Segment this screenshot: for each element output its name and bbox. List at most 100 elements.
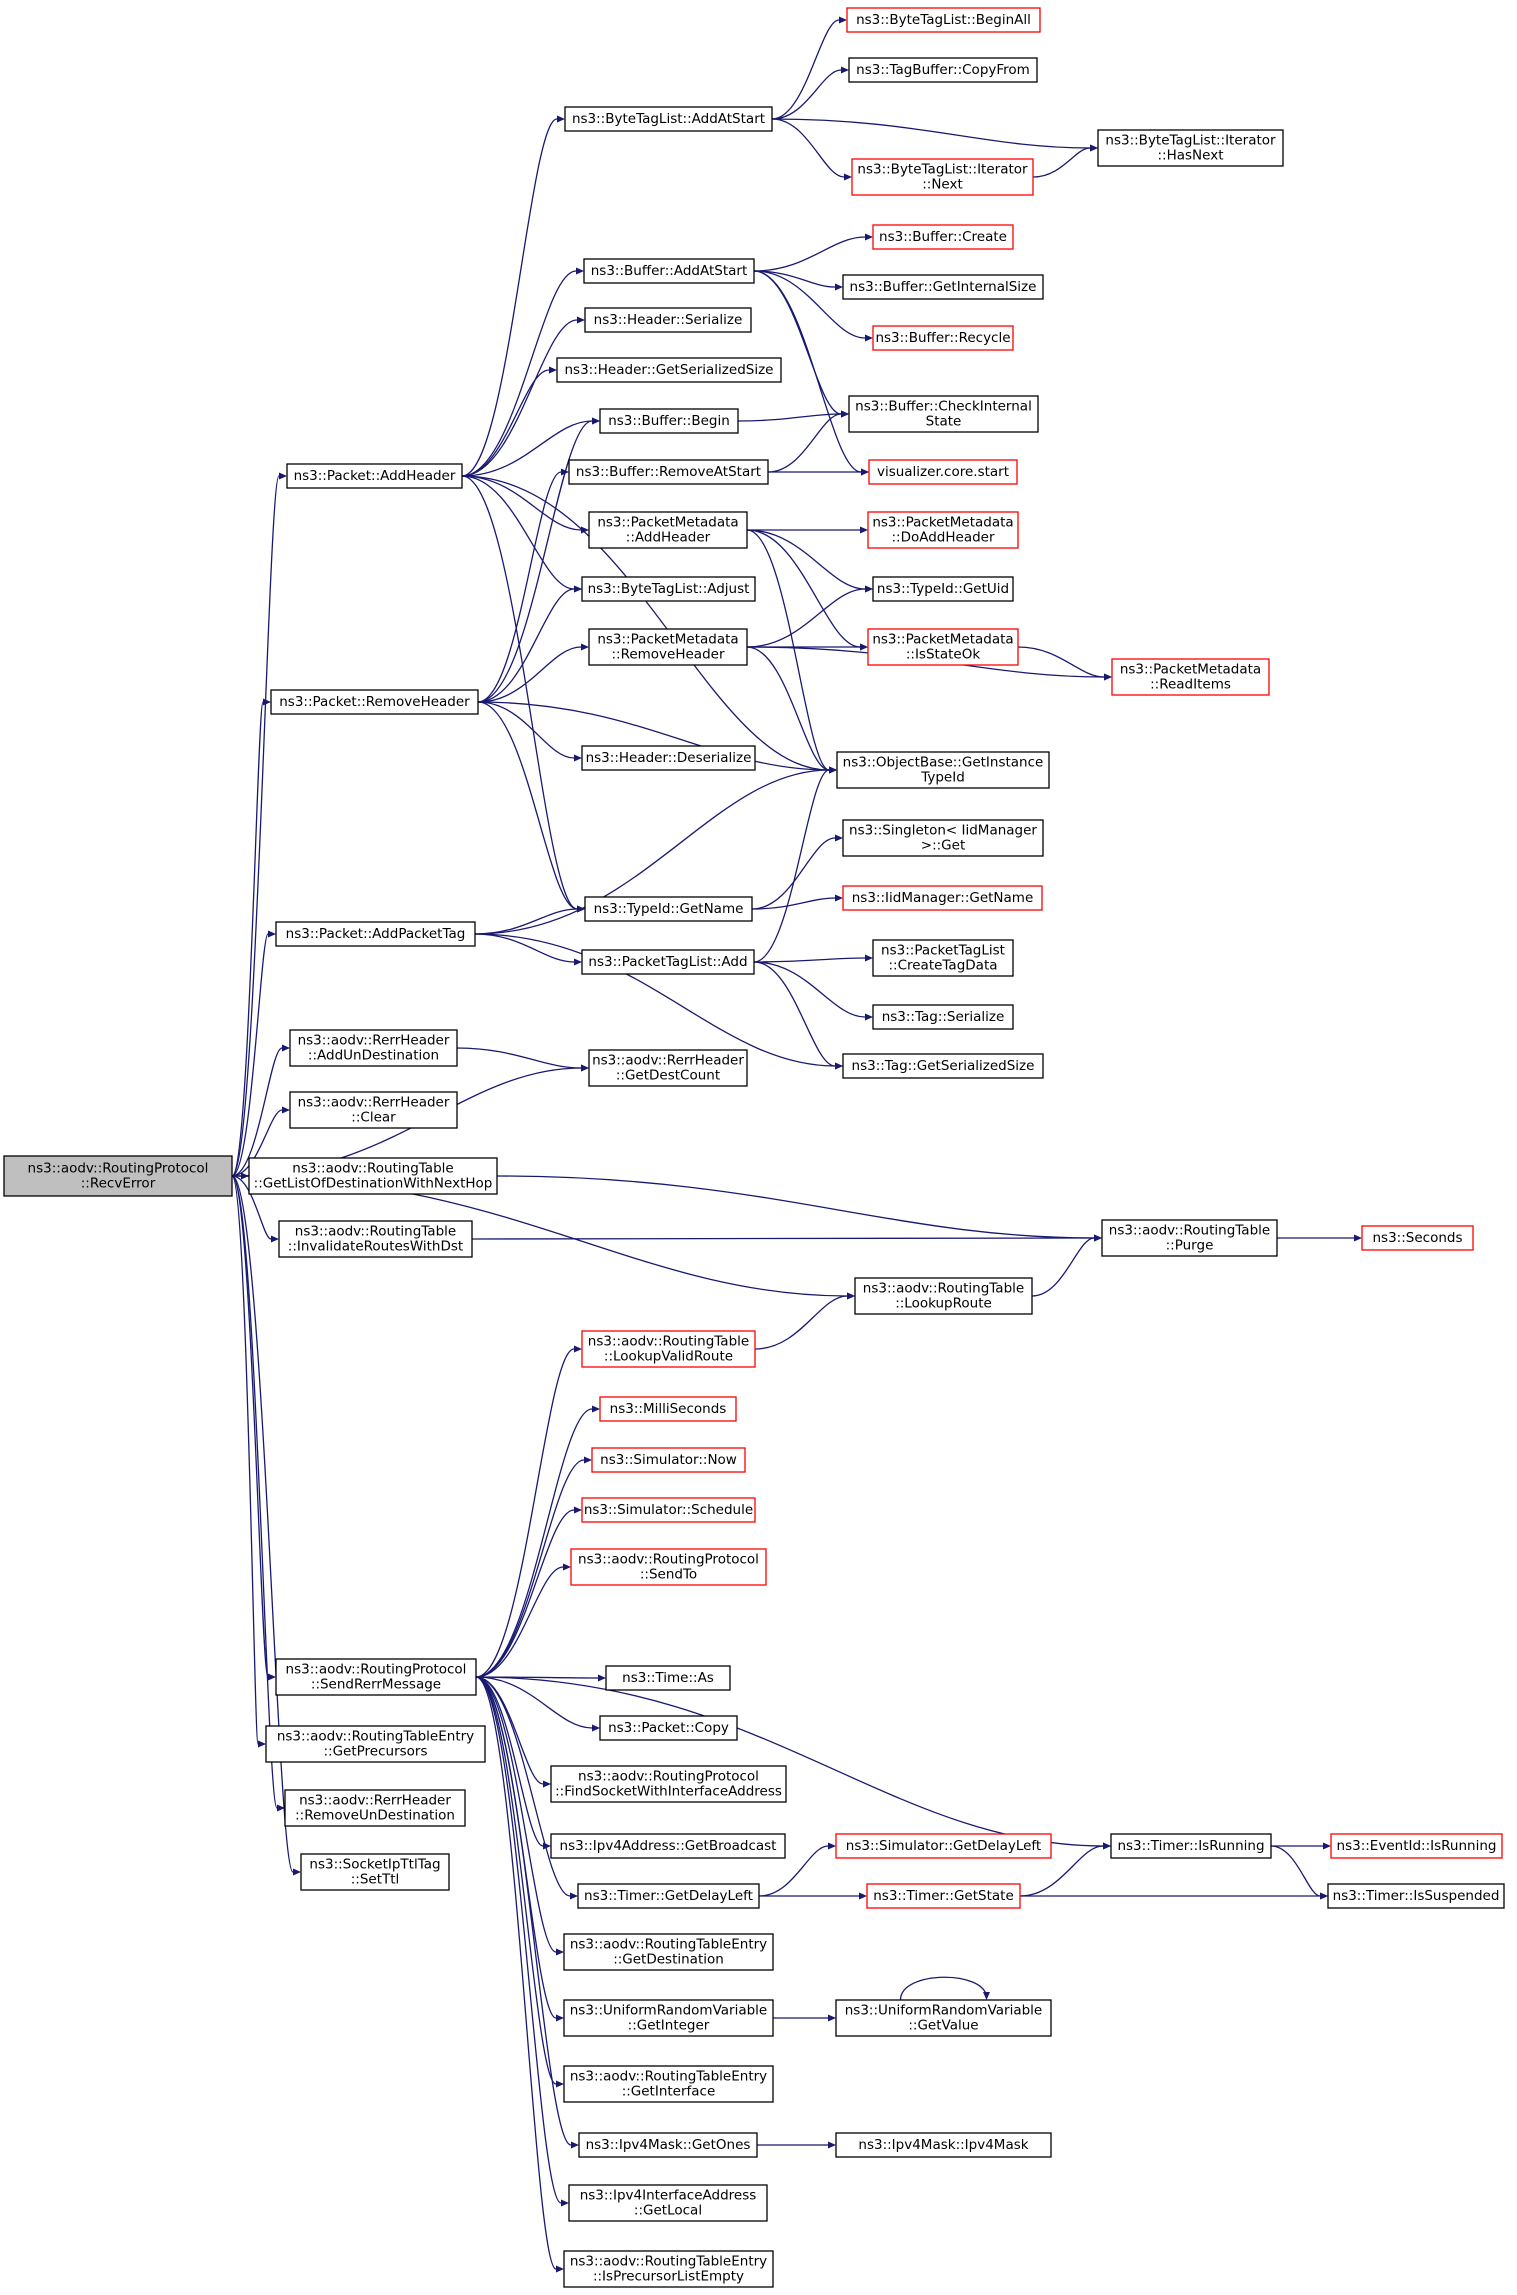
node-rteGetInterface[interactable]: ns3::aodv::RoutingTableEntry::GetInterfa… — [563, 2065, 774, 2103]
node-label: ::RemoveHeader — [611, 647, 724, 663]
node-box — [278, 1220, 473, 1258]
node-label: ns3::ObjectBase::GetInstance — [843, 755, 1044, 771]
node-rteGetDest[interactable]: ns3::aodv::RoutingTableEntry::GetDestina… — [563, 1933, 774, 1971]
node-btlAddAtStart[interactable]: ns3::ByteTagList::AddAtStart — [564, 106, 773, 132]
node-box — [1101, 1219, 1278, 1257]
node-pktCopy[interactable]: ns3::Packet::Copy — [599, 1715, 738, 1741]
edge-timerIsRunning-to-eventIsRunning — [1270, 1842, 1331, 1850]
node-btlIterNext[interactable]: ns3::ByteTagList::Iterator::Next — [851, 158, 1034, 196]
node-label: ::IsPrecursorListEmpty — [593, 2269, 744, 2285]
node-ptlCreateTagData[interactable]: ns3::PacketTagList::CreateTagData — [872, 939, 1014, 977]
edge-pmAddHeader-to-tidGetUid — [746, 529, 873, 593]
node-rtLookupValid[interactable]: ns3::aodv::RoutingTable::LookupValidRout… — [581, 1330, 756, 1368]
edge-pmIsStateOk-to-pmReadItems — [1017, 646, 1112, 681]
node-rteIsPrecursorEmpty[interactable]: ns3::aodv::RoutingTableEntry::IsPrecurso… — [563, 2250, 774, 2288]
node-btlBeginAll[interactable]: ns3::ByteTagList::BeginAll — [846, 7, 1041, 33]
node-box — [588, 628, 748, 666]
node-bufGetInternalSize[interactable]: ns3::Buffer::GetInternalSize — [842, 274, 1044, 300]
node-timerGetDelayLeft[interactable]: ns3::Timer::GetDelayLeft — [577, 1883, 760, 1909]
node-box — [289, 1091, 458, 1129]
node-box — [578, 2132, 758, 2158]
node-setTtl[interactable]: ns3::SocketIpTtlTag::SetTtl — [300, 1853, 450, 1891]
node-bufCreate[interactable]: ns3::Buffer::Create — [872, 224, 1014, 250]
node-bufAddAtStart[interactable]: ns3::Buffer::AddAtStart — [583, 258, 755, 284]
node-label: ns3::aodv::RoutingTableEntry — [570, 2254, 767, 2270]
node-label: ::LookupValidRoute — [604, 1349, 733, 1365]
node-timerIsRunning[interactable]: ns3::Timer::IsRunning — [1110, 1833, 1272, 1859]
node-bufRemoveAtStart[interactable]: ns3::Buffer::RemoveAtStart — [568, 459, 769, 485]
node-label: ::DoAddHeader — [891, 530, 994, 546]
node-timeAs[interactable]: ns3::Time::As — [605, 1665, 731, 1691]
node-urvGetInteger[interactable]: ns3::UniformRandomVariable::GetInteger — [563, 1999, 774, 2037]
node-rtPurge[interactable]: ns3::aodv::RoutingTable::Purge — [1101, 1219, 1278, 1257]
node-simNow[interactable]: ns3::Simulator::Now — [591, 1447, 746, 1473]
node-pmDoAddHeader[interactable]: ns3::PacketMetadata::DoAddHeader — [867, 511, 1019, 549]
node-bufBegin[interactable]: ns3::Buffer::Begin — [599, 408, 739, 434]
nodes-layer: ns3::aodv::RoutingProtocol::RecvErrorns3… — [3, 7, 1505, 2288]
node-milliSeconds[interactable]: ns3::MilliSeconds — [599, 1396, 737, 1422]
node-bufRecycle[interactable]: ns3::Buffer::Recycle — [872, 325, 1014, 351]
node-pmRemoveHeader[interactable]: ns3::PacketMetadata::RemoveHeader — [588, 628, 748, 666]
node-timerIsSuspended[interactable]: ns3::Timer::IsSuspended — [1327, 1883, 1505, 1909]
node-root[interactable]: ns3::aodv::RoutingProtocol::RecvError — [3, 1155, 233, 1197]
node-box — [588, 1049, 748, 1087]
node-getPrecursors[interactable]: ns3::aodv::RoutingTableEntry::GetPrecurs… — [265, 1725, 486, 1763]
node-ptlAdd[interactable]: ns3::PacketTagList::Add — [581, 949, 755, 975]
node-seconds[interactable]: ns3::Seconds — [1361, 1225, 1474, 1251]
node-timerGetState[interactable]: ns3::Timer::GetState — [866, 1883, 1021, 1909]
edge-addHeader-to-bufAddAtStart — [461, 267, 584, 477]
node-addHeader[interactable]: ns3::Packet::AddHeader — [286, 463, 463, 489]
node-label: State — [926, 414, 962, 430]
edge-btlAddAtStart-to-btlBeginAll — [771, 16, 847, 120]
node-invalidate[interactable]: ns3::aodv::RoutingTable::InvalidateRoute… — [278, 1220, 473, 1258]
node-label: ns3::Packet::Copy — [608, 1720, 729, 1736]
node-tidGetUid[interactable]: ns3::TypeId::GetUid — [872, 576, 1014, 602]
node-label: ns3::TagBuffer::CopyFrom — [856, 62, 1030, 78]
node-pmIsStateOk[interactable]: ns3::PacketMetadata::IsStateOk — [867, 628, 1019, 666]
node-simGetDelayLeft[interactable]: ns3::Simulator::GetDelayLeft — [835, 1833, 1052, 1859]
node-btlAdjust[interactable]: ns3::ByteTagList::Adjust — [581, 576, 756, 602]
node-pmAddHeader[interactable]: ns3::PacketMetadata::AddHeader — [588, 511, 748, 549]
node-maskGetOnes[interactable]: ns3::Ipv4Mask::GetOnes — [578, 2132, 758, 2158]
edge-ptlAdd-to-ptlCreateTagData — [753, 954, 873, 963]
node-simSchedule[interactable]: ns3::Simulator::Schedule — [581, 1497, 756, 1523]
node-tagGetSize[interactable]: ns3::Tag::GetSerializedSize — [842, 1053, 1044, 1079]
node-getListNext[interactable]: ns3::aodv::RoutingTable::GetListOfDestin… — [248, 1157, 498, 1195]
node-hdrDeserialize[interactable]: ns3::Header::Deserialize — [581, 745, 756, 771]
edge-rtPurge-to-seconds — [1277, 1234, 1362, 1242]
node-removeUnDest[interactable]: ns3::aodv::RerrHeader::RemoveUnDestinati… — [284, 1789, 466, 1827]
node-eventIsRunning[interactable]: ns3::EventId::IsRunning — [1330, 1833, 1503, 1859]
node-label: ::AddHeader — [626, 530, 711, 546]
node-sendRerr[interactable]: ns3::aodv::RoutingProtocol::SendRerrMess… — [275, 1658, 477, 1696]
node-tagSerialize[interactable]: ns3::Tag::Serialize — [872, 1004, 1014, 1030]
node-hdrGetSize[interactable]: ns3::Header::GetSerializedSize — [556, 357, 782, 383]
node-box — [846, 7, 1041, 33]
edge-sendRerr-to-rtLookupValid — [475, 1345, 582, 1678]
node-removeHeader[interactable]: ns3::Packet::RemoveHeader — [270, 689, 479, 715]
node-rpSendTo[interactable]: ns3::aodv::RoutingProtocol::SendTo — [570, 1548, 767, 1586]
node-vizStart[interactable]: visualizer.core.start — [868, 459, 1018, 485]
node-label: ns3::ByteTagList::Iterator — [857, 162, 1028, 178]
node-pmReadItems[interactable]: ns3::PacketMetadata::ReadItems — [1111, 658, 1270, 696]
node-singletonGet[interactable]: ns3::Singleton< IidManager>::Get — [842, 819, 1044, 857]
node-ifaceGetLocal[interactable]: ns3::Ipv4InterfaceAddress::GetLocal — [568, 2184, 768, 2222]
edge-root-to-addHeader — [231, 472, 287, 1177]
node-label: ns3::aodv::RoutingTableEntry — [277, 1729, 474, 1745]
node-hdrSerialize[interactable]: ns3::Header::Serialize — [584, 307, 752, 333]
node-addPacketTag[interactable]: ns3::Packet::AddPacketTag — [275, 921, 476, 947]
node-ipv4GetBroadcast[interactable]: ns3::Ipv4Address::GetBroadcast — [550, 1833, 786, 1859]
node-rerrGetDestCount[interactable]: ns3::aodv::RerrHeader::GetDestCount — [588, 1049, 748, 1087]
node-btlIterHasNext[interactable]: ns3::ByteTagList::Iterator::HasNext — [1097, 129, 1284, 167]
node-maskCtor[interactable]: ns3::Ipv4Mask::Ipv4Mask — [835, 2132, 1052, 2158]
node-tagBufCopyFrom[interactable]: ns3::TagBuffer::CopyFrom — [848, 57, 1038, 83]
node-clear[interactable]: ns3::aodv::RerrHeader::Clear — [289, 1091, 458, 1129]
node-tidGetName[interactable]: ns3::TypeId::GetName — [584, 896, 753, 922]
node-iidGetName[interactable]: ns3::IidManager::GetName — [842, 885, 1043, 911]
edge-sendRerr-to-timerGetDelayLeft — [475, 1676, 578, 1900]
node-urvGetValue[interactable]: ns3::UniformRandomVariable::GetValue — [835, 1999, 1052, 2037]
node-findSocket[interactable]: ns3::aodv::RoutingProtocol::FindSocketWi… — [550, 1765, 787, 1803]
node-rtLookupRoute[interactable]: ns3::aodv::RoutingTable::LookupRoute — [854, 1277, 1033, 1315]
node-addUnDest[interactable]: ns3::aodv::RerrHeader::AddUnDestination — [289, 1029, 458, 1067]
